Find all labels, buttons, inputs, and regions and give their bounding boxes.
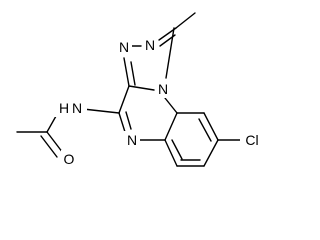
atom-n-pyrazine: N xyxy=(127,132,137,148)
bond-benzene-5 xyxy=(164,139,178,167)
atom-n-triazole-top: N xyxy=(145,37,155,53)
chemical-structure: N N N H N N O Cl xyxy=(16,12,264,168)
bond-c-fused-c-amide xyxy=(118,85,130,114)
bond-c-amide-n-pyrazine-double xyxy=(125,111,132,130)
bond-n-left-c-fused xyxy=(123,57,130,87)
bond-benzene-2 xyxy=(203,112,219,141)
bonds xyxy=(16,12,241,167)
bond-benzene-2-double xyxy=(198,118,212,142)
bond-n-bridge-c-methyl xyxy=(165,27,175,79)
bond-benzene-3 xyxy=(203,139,219,167)
bond-c-carbonyl-o xyxy=(46,131,64,154)
bond-c-amide-n-pyrazine xyxy=(118,112,126,133)
bond-c-fused-n-bridge xyxy=(128,85,155,91)
bond-c-ring-c-ring xyxy=(164,112,178,141)
atom-labels: N N N H N N O Cl xyxy=(53,36,264,168)
bond-c-ring-n-bridge xyxy=(164,97,178,114)
atom-cl: Cl xyxy=(245,132,258,148)
bond-benzene-5-double xyxy=(171,139,183,160)
atom-n-bridgehead: N xyxy=(158,81,168,97)
bond-c-amide-n-amide xyxy=(82,108,120,114)
atom-o-carbonyl: O xyxy=(64,151,75,167)
atom-h-amide: H xyxy=(59,100,69,116)
bond-c-carbonyl-o-double xyxy=(40,135,58,158)
bond-n-left-c-fused-double xyxy=(130,61,136,86)
bond-c-methyl-methyl xyxy=(175,12,196,29)
atom-n-triazole-left: N xyxy=(119,39,129,55)
atom-n-amide: N xyxy=(72,100,82,116)
